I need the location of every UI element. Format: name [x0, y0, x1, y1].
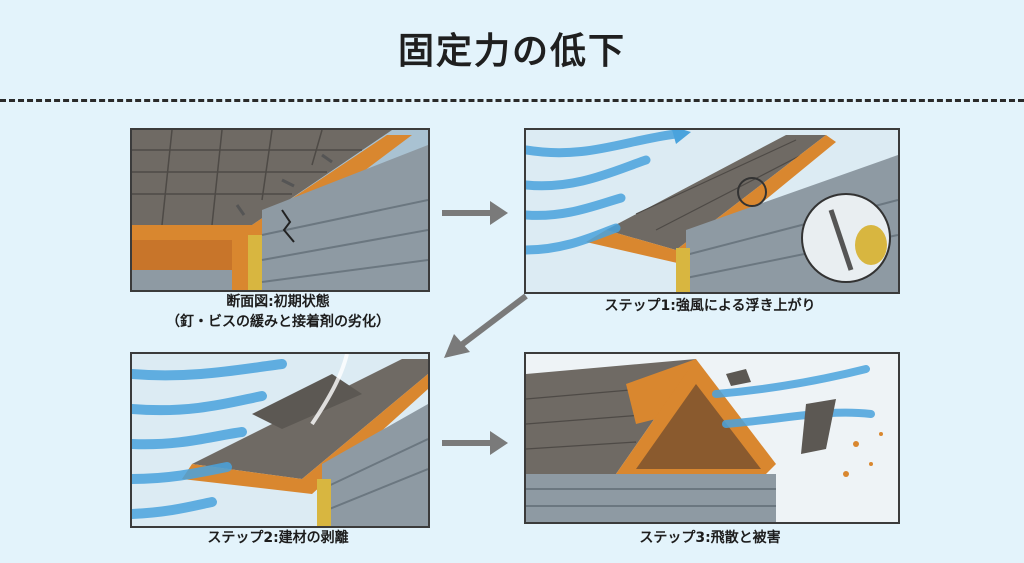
step-initial-caption-subtitle: （釘・ビスの緩みと接着剤の劣化） [166, 314, 390, 330]
wind-uplift-illustration [526, 130, 898, 292]
step2-caption: ステップ2:建材の剥離 [207, 530, 349, 546]
page-title: 固定力の低下 [397, 31, 626, 72]
step3-caption: ステップ3:飛散と被害 [639, 530, 781, 546]
material-peeling-illustration [132, 354, 428, 526]
scatter-damage-illustration [526, 354, 898, 522]
step1-panel [524, 128, 900, 294]
arrow-right-icon [442, 201, 508, 225]
arrow-down-left-icon [444, 293, 528, 358]
step2-panel [130, 352, 430, 528]
roof-cross-section-illustration [132, 130, 428, 290]
dashed-divider [0, 99, 1024, 102]
step-initial-caption-title: 断面図:初期状態 [226, 294, 330, 310]
arrow-right-icon-2 [442, 431, 508, 455]
step-initial-panel [130, 128, 430, 292]
step1-caption: ステップ1:強風による浮き上がり [604, 298, 816, 314]
step-initial-caption: 断面図:初期状態 （釘・ビスの緩みと接着剤の劣化） [130, 292, 426, 332]
step3-panel [524, 352, 900, 524]
